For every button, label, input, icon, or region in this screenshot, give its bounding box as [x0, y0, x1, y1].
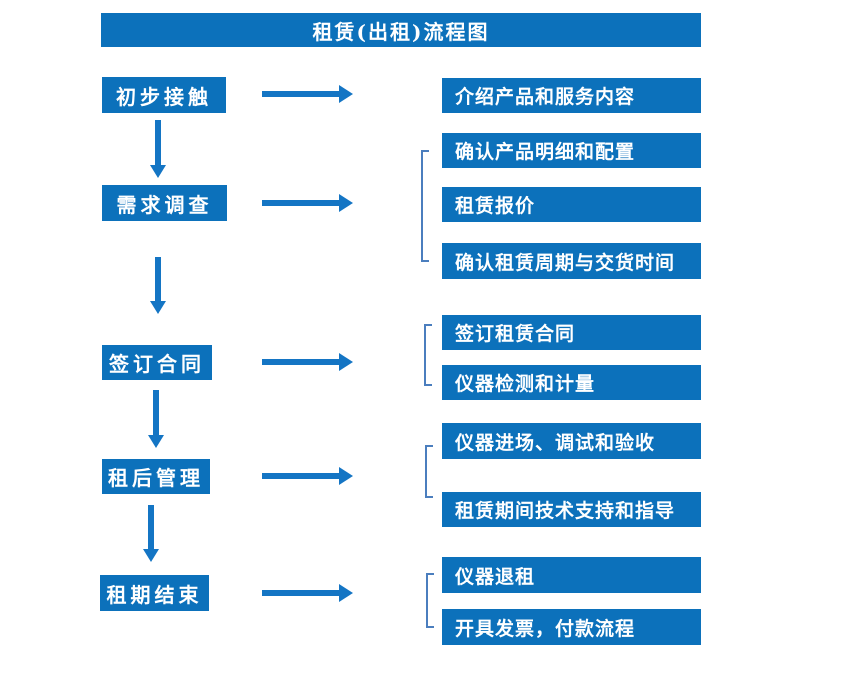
- stage-box-demand-survey: 需求调查: [102, 185, 227, 221]
- stage-box-initial-contact: 初步接触: [102, 77, 226, 113]
- page-title: 租赁(出租)流程图: [312, 19, 490, 44]
- arrow-down-icon: [143, 505, 159, 562]
- detail-box-instrument-return: 仪器退租: [442, 557, 701, 593]
- stage-box-post-rental-management: 租后管理: [102, 459, 210, 494]
- arrow-right-icon: [262, 353, 353, 371]
- stage-box-sign-contract: 签订合同: [102, 345, 212, 380]
- detail-box-intro-services: 介绍产品和服务内容: [442, 78, 701, 113]
- bracket-rental-end-group: [426, 573, 434, 628]
- detail-box-sign-rental-contract: 签订租赁合同: [442, 315, 701, 350]
- arrow-down-icon: [148, 390, 164, 448]
- arrow-right-icon: [262, 584, 353, 602]
- detail-box-confirm-config: 确认产品明细和配置: [442, 133, 701, 168]
- arrow-down-icon: [150, 257, 166, 314]
- detail-box-invoice-payment: 开具发票，付款流程: [442, 609, 701, 645]
- detail-box-rental-quote: 租赁报价: [442, 187, 701, 222]
- detail-box-confirm-period: 确认租赁周期与交货时间: [442, 243, 701, 279]
- bracket-post-rental-group: [425, 445, 433, 498]
- detail-box-tech-support: 租赁期间技术支持和指导: [442, 492, 701, 527]
- bracket-demand-survey-group: [421, 150, 429, 262]
- stage-box-rental-end: 租期结束: [100, 575, 209, 611]
- arrow-right-icon: [262, 85, 353, 103]
- detail-box-instrument-inspection: 仪器检测和计量: [442, 365, 701, 400]
- arrow-right-icon: [262, 194, 353, 212]
- detail-box-instrument-setup: 仪器进场、调试和验收: [442, 423, 701, 459]
- bracket-sign-contract-group: [424, 324, 432, 386]
- title-bar: 租赁(出租)流程图: [101, 13, 701, 47]
- arrow-down-icon: [150, 120, 166, 178]
- arrow-right-icon: [262, 467, 353, 485]
